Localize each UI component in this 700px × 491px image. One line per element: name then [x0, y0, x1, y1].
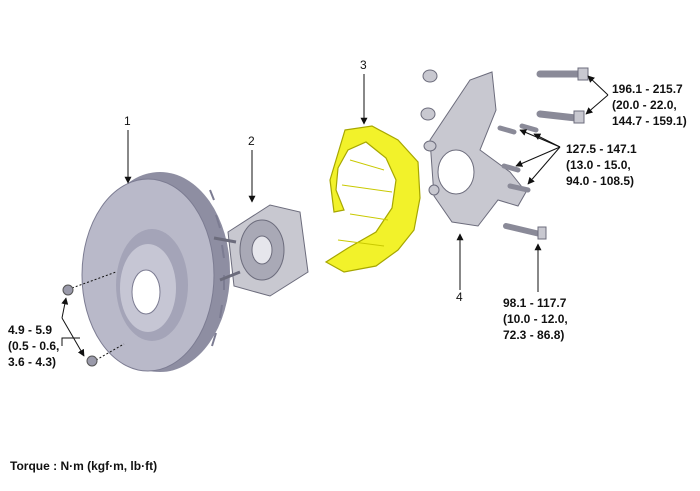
knuckle-bolts: [497, 67, 589, 240]
torque-line: 127.5 - 147.1: [566, 142, 637, 156]
callout-2: 2: [248, 134, 255, 148]
torque-line: (10.0 - 12.0,: [503, 312, 568, 326]
steering-knuckle: [420, 69, 527, 227]
torque-label-disc-screw: 4.9 - 5.9 (0.5 - 0.6, 3.6 - 4.3): [8, 322, 59, 370]
torque-label-knuckle-lower: 98.1 - 117.7 (10.0 - 12.0, 72.3 - 86.8): [503, 295, 568, 343]
torque-line: 4.9 - 5.9: [8, 323, 53, 337]
torque-line: 72.3 - 86.8): [503, 328, 565, 342]
torque-label-knuckle-middle: 127.5 - 147.1 (13.0 - 15.0, 94.0 - 108.5…: [566, 141, 637, 189]
torque-line: 196.1 - 215.7: [612, 82, 683, 96]
torque-line: 144.7 - 159.1): [612, 114, 687, 128]
callout-4: 4: [456, 290, 463, 304]
hub-bearing: [213, 204, 309, 297]
torque-line: 3.6 - 4.3): [8, 355, 57, 369]
callout-3: 3: [360, 58, 367, 72]
disc-screws: [62, 271, 125, 367]
brake-disc: [81, 172, 230, 372]
torque-line: (13.0 - 15.0,: [566, 158, 631, 172]
torque-units-footer: Torque : N·m (kgf·m, lb·ft): [10, 459, 158, 473]
torque-line: 98.1 - 117.7: [503, 296, 567, 310]
callout-arrows: [61, 74, 609, 357]
torque-line: (20.0 - 22.0,: [612, 98, 677, 112]
torque-label-knuckle-upper: 196.1 - 215.7 (20.0 - 22.0, 144.7 - 159.…: [612, 81, 687, 129]
torque-line: 94.0 - 108.5): [566, 174, 635, 188]
torque-line: (0.5 - 0.6,: [8, 339, 60, 353]
callout-1: 1: [124, 114, 131, 128]
dust-shield: [324, 125, 421, 273]
